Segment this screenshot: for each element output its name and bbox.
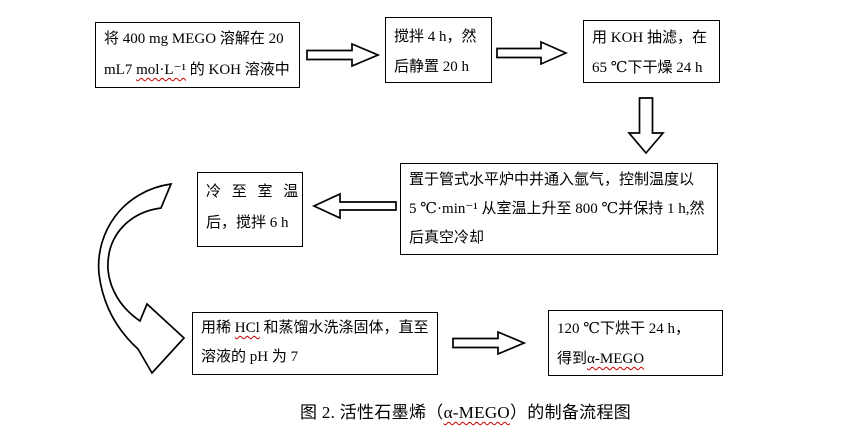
flow-step-dissolve: 将 400 mg MEGO 溶解在 20 mL7 mol·L⁻¹ 的 KOH 溶…: [95, 22, 300, 88]
text-segment: 得到: [557, 351, 588, 367]
flow-step-final-dry: 120 ℃下烘干 24 h， 得到α-MEGO: [548, 310, 723, 376]
text-line: 用稀 HCl 和蒸馏水洗涤固体，直至: [201, 314, 429, 343]
text-line: 120 ℃下烘干 24 h，: [557, 321, 691, 337]
arrow-right-icon: [306, 42, 381, 68]
figure-caption: 图 2. 活性石墨烯（α-MEGO）的制备流程图: [300, 398, 631, 423]
flow-step-cool: 冷 至 室 温 后，搅拌 6 h: [197, 172, 303, 247]
text-line: 后，搅拌 6 h: [206, 215, 289, 231]
text-line: 置于管式水平炉中并通入氩气，控制温度以: [409, 172, 695, 188]
text-line: 搅拌 4 h，然: [394, 29, 477, 45]
text-line: mL7 mol·L⁻¹ 的 KOH 溶液中: [104, 55, 291, 86]
text-line: 冷 至 室 温: [206, 184, 299, 200]
flow-step-filter-dry: 用 KOH 抽滤，在 65 ℃下干燥 24 h: [583, 20, 720, 83]
flow-step-furnace: 置于管式水平炉中并通入氩气，控制温度以 5 ℃·min⁻¹ 从室温上升至 800…: [400, 163, 718, 255]
text-segment: 用稀: [201, 320, 235, 336]
text-line: 65 ℃下干燥 24 h: [592, 60, 703, 76]
spellcheck-underlined-text: HCl: [234, 320, 260, 336]
text-segment: 和蒸馏水洗涤固体，直至: [259, 320, 429, 336]
arrow-left-icon: [311, 191, 397, 221]
arrow-right-icon: [496, 40, 569, 66]
text-line: 得到α-MEGO: [557, 344, 714, 374]
spellcheck-underlined-text: α-MEGO: [587, 351, 645, 367]
text-line: 将 400 mg MEGO 溶解在 20: [104, 31, 284, 47]
text-line: 后真空冷却: [409, 230, 485, 246]
caption-segment: ）的制备流程图: [509, 403, 632, 422]
text-line: 用 KOH 抽滤，在: [592, 30, 707, 46]
arrow-down-icon: [627, 97, 665, 155]
flow-step-wash: 用稀 HCl 和蒸馏水洗涤固体，直至 溶液的 pH 为 7: [192, 312, 438, 375]
spellcheck-underlined-text: mol·L⁻¹: [136, 62, 187, 78]
text-segment: 的 KOH 溶液中: [186, 62, 290, 78]
spellcheck-underlined-text: α-MEGO: [443, 403, 510, 422]
arrow-right-icon: [452, 329, 527, 357]
text-line: 后静置 20 h: [394, 59, 470, 75]
arrow-curved-down-icon: [93, 182, 211, 377]
caption-segment: 图 2. 活性石墨烯（: [300, 403, 444, 422]
text-line: 溶液的 pH 为 7: [201, 349, 299, 365]
text-line: 5 ℃·min⁻¹ 从室温上升至 800 ℃并保持 1 h,然: [409, 201, 705, 217]
flow-step-stir: 搅拌 4 h，然 后静置 20 h: [385, 17, 492, 83]
text-segment: mL7: [104, 62, 137, 78]
